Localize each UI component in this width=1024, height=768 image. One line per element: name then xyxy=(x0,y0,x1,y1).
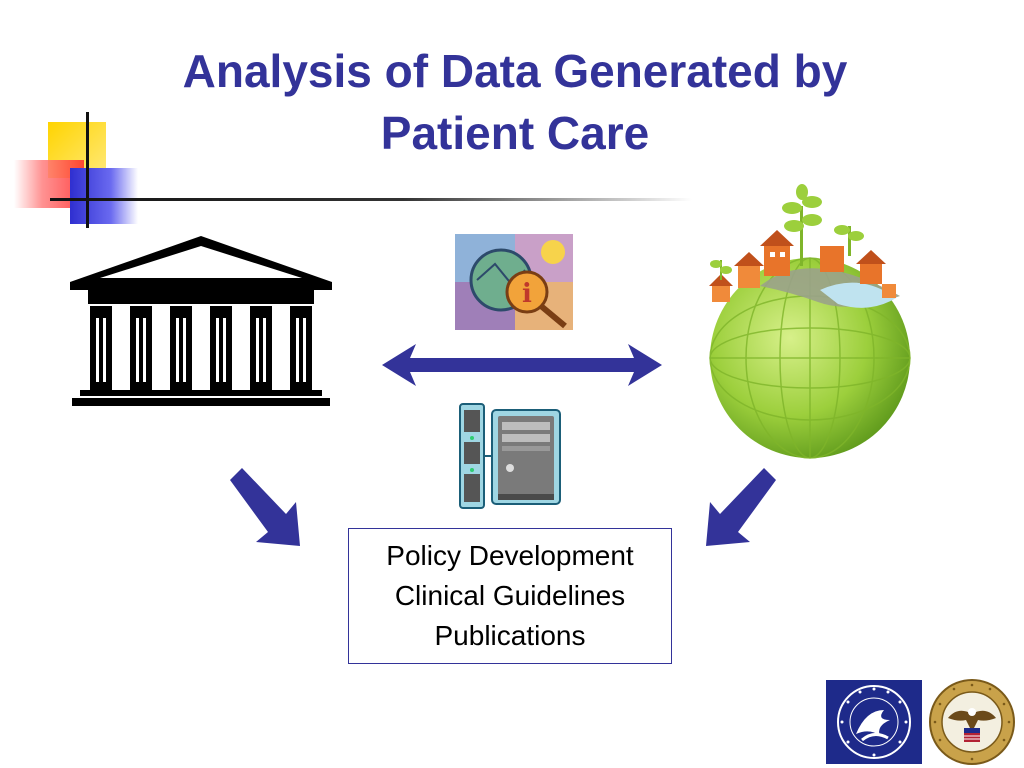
output-policy-development: Policy Development xyxy=(386,540,634,571)
svg-text:i: i xyxy=(522,279,532,309)
bidirectional-arrow-icon xyxy=(382,344,662,386)
arrow-down-right-icon xyxy=(230,468,300,546)
computer-server-icon xyxy=(459,403,561,509)
output-publications: Publications xyxy=(434,620,586,651)
outputs-box: Policy Development Clinical Guidelines P… xyxy=(348,528,672,664)
slide-title: Analysis of Data Generated by Patient Ca… xyxy=(60,40,970,164)
output-clinical-guidelines: Clinical Guidelines xyxy=(394,580,626,611)
va-seal-logo xyxy=(929,679,1015,765)
arrow-down-left-icon xyxy=(706,468,776,546)
title-line-2: Patient Care xyxy=(380,107,650,159)
decor-title-underline xyxy=(50,198,692,201)
title-line-1: Analysis of Data Generated by xyxy=(182,45,848,97)
hhs-seal-logo xyxy=(826,680,922,764)
decor-blue-square xyxy=(70,168,138,224)
institution-building-icon xyxy=(70,236,332,406)
green-globe-community-icon xyxy=(709,184,911,459)
decor-vertical-line xyxy=(86,112,89,228)
information-analysis-icon: i xyxy=(455,234,573,330)
